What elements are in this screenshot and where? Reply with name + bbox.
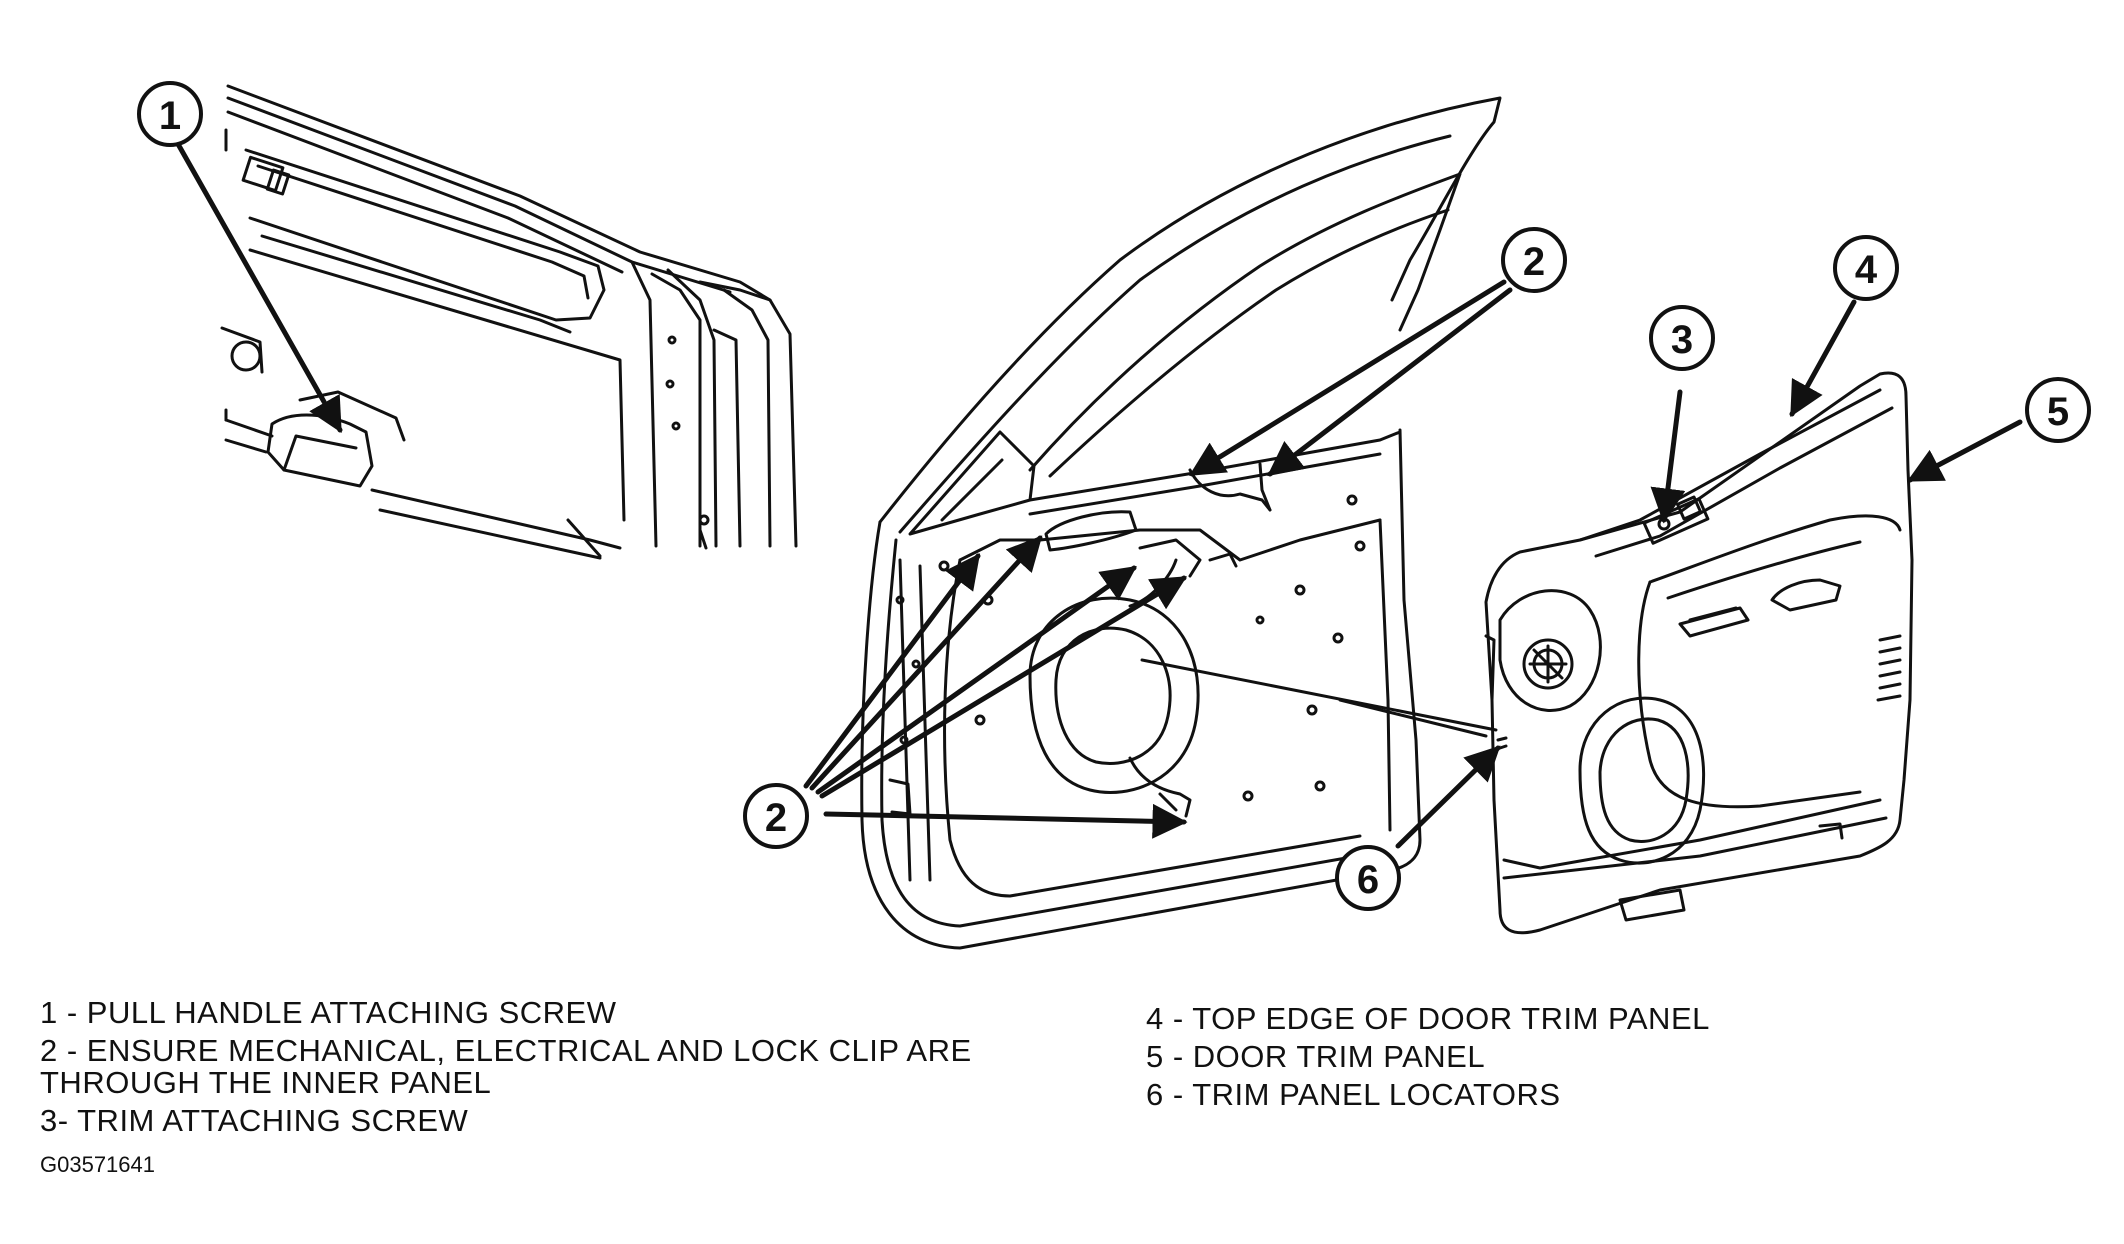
legend-left: 1 - PULL HANDLE ATTACHING SCREW 2 - ENSU…	[40, 994, 1100, 1140]
callout-labels: 1 2 2 3 4 5 6	[159, 94, 2069, 902]
arrow-2b-3	[815, 565, 1137, 795]
arrow-4	[1789, 299, 1857, 418]
arrow-2a-1	[1189, 279, 1507, 477]
callout-bubbles	[137, 81, 2091, 911]
callout-2a-circle	[1501, 227, 1567, 293]
arrow-2b-2	[809, 535, 1043, 791]
arrow-5	[1906, 419, 2023, 483]
callout-3-circle	[1649, 305, 1715, 371]
arrow-6	[1395, 745, 1501, 849]
callout-5-circle	[2025, 377, 2091, 443]
callout-4-circle	[1833, 235, 1899, 301]
legend-right: 4 - TOP EDGE OF DOOR TRIM PANEL 5 - DOOR…	[1146, 1000, 2046, 1114]
callout-1-label: 1	[159, 94, 181, 138]
callout-4-label: 4	[1855, 248, 1878, 292]
legend-item-4: 4 - TOP EDGE OF DOOR TRIM PANEL	[1146, 1001, 1710, 1036]
arrow-1	[175, 141, 343, 434]
callout-1-circle	[137, 81, 203, 147]
arrow-2b-5	[823, 803, 1188, 839]
callout-3-label: 3	[1671, 318, 1693, 362]
callout-2a-label: 2	[1523, 240, 1545, 284]
arrow-3	[1650, 389, 1686, 524]
arrow-2a-2	[1267, 287, 1513, 477]
legend-item-2-line-1: 2 - ENSURE MECHANICAL, ELECTRICAL AND LO…	[40, 1033, 972, 1068]
callout-2b-label: 2	[765, 796, 787, 840]
figure-code: G03571641	[40, 1152, 155, 1177]
arrow-2b-1	[803, 553, 981, 789]
callout-6-label: 6	[1357, 858, 1379, 902]
door-trim-panel	[1484, 371, 1914, 935]
legend-item-5: 5 - DOOR TRIM PANEL	[1146, 1039, 1486, 1074]
callout-5-label: 5	[2047, 390, 2069, 434]
legend-item-3: 3- TRIM ATTACHING SCREW	[40, 1103, 469, 1138]
callout-6-circle	[1335, 845, 1401, 911]
leader-arrows	[175, 141, 2023, 849]
legend-item-6: 6 - TRIM PANEL LOCATORS	[1146, 1077, 1561, 1112]
legend-item-1: 1 - PULL HANDLE ATTACHING SCREW	[40, 995, 617, 1030]
arrow-2b-4	[819, 575, 1187, 799]
pull-handle-inset	[220, 84, 798, 560]
callout-2b-circle	[743, 783, 809, 849]
legend-item-2-line-2: THROUGH THE INNER PANEL	[40, 1065, 492, 1100]
